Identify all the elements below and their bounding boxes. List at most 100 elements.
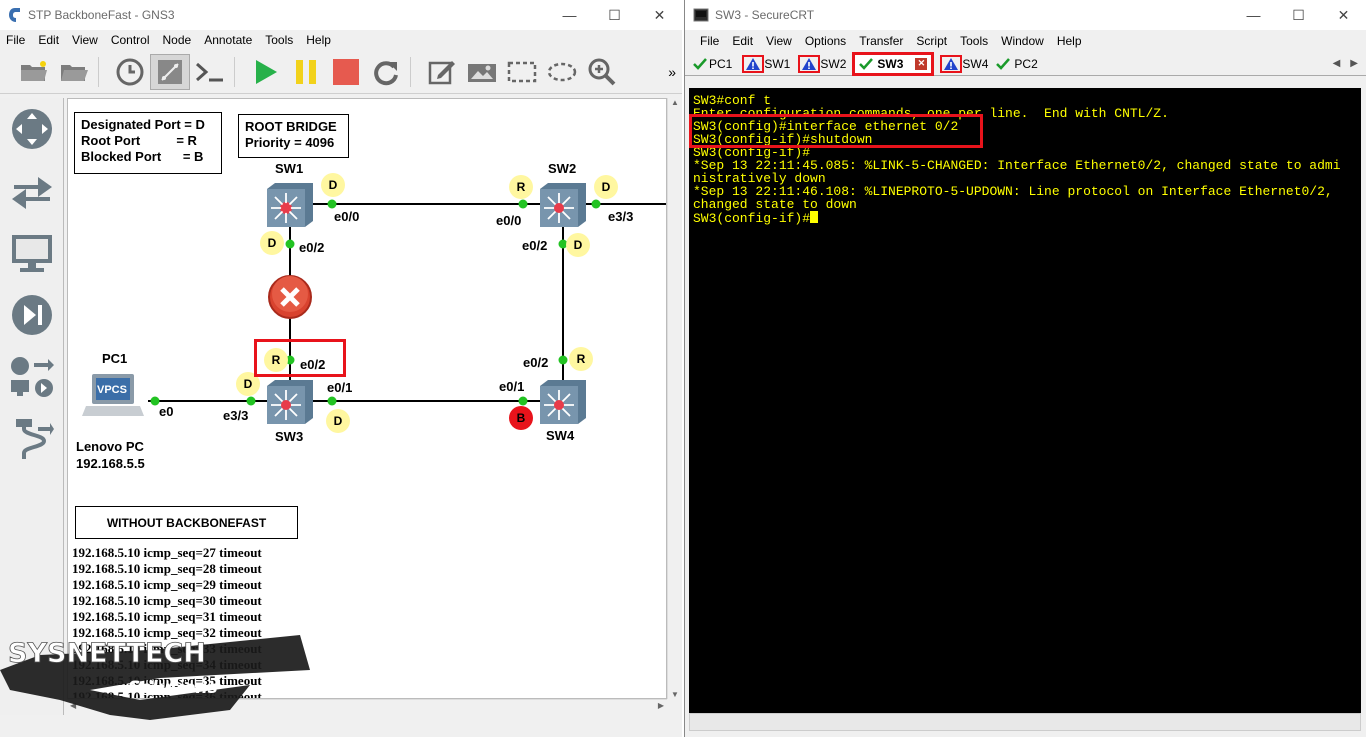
port-status-dots — [150, 199, 601, 406]
interface-labels-icon — [158, 59, 182, 84]
tab-label: SW4 — [962, 56, 989, 71]
terminal-line: SW3(config-if)# — [693, 145, 811, 160]
ping-line: 192.168.5.10 icmp_seq=27 timeout — [72, 545, 262, 560]
menu-tools[interactable]: Tools — [960, 34, 989, 48]
maximize-button[interactable]: ☐ — [1292, 6, 1305, 23]
scroll-down-icon[interactable]: ▼ — [671, 690, 679, 699]
sw4-switch-icon[interactable] — [538, 378, 588, 426]
menu-annotate[interactable]: Annotate — [204, 33, 253, 47]
warning-icon — [746, 57, 761, 70]
tab-pc1[interactable]: PC1 — [689, 53, 738, 75]
browse-switches-button[interactable] — [0, 160, 64, 222]
menu-file[interactable]: File — [6, 33, 26, 47]
root-bridge-title: ROOT BRIDGE — [245, 119, 337, 134]
maximize-button[interactable]: ☐ — [608, 6, 621, 23]
menu-control[interactable]: Control — [110, 33, 150, 47]
tab-scroll-left-icon[interactable]: ◀ — [1332, 58, 1341, 69]
snapshot-button[interactable] — [110, 54, 150, 90]
port-label-sw3-e3-3: e3/3 — [223, 408, 249, 423]
menu-transfer[interactable]: Transfer — [859, 34, 904, 48]
close-button[interactable]: ✕ — [653, 6, 666, 23]
new-project-button[interactable] — [14, 54, 54, 90]
close-tab-icon[interactable]: ✕ — [915, 57, 928, 70]
tab-warning-highlight — [742, 54, 765, 73]
browse-routers-button[interactable] — [0, 98, 64, 160]
ping-line: 192.168.5.10 icmp_seq=28 timeout — [72, 561, 262, 576]
topology-canvas[interactable]: Designated Port = D Root Port = R Blocke… — [67, 98, 667, 699]
blocked-port-badge: B — [509, 406, 533, 430]
folder-new-icon — [21, 60, 47, 81]
menu-edit[interactable]: Edit — [732, 34, 754, 48]
menu-edit[interactable]: Edit — [38, 33, 60, 47]
suspend-all-button[interactable] — [286, 54, 326, 90]
warning-icon — [802, 57, 817, 70]
interface-labels-button[interactable] — [150, 53, 190, 90]
scroll-up-icon[interactable]: ▲ — [671, 98, 679, 107]
gns3-toolbar: » — [0, 50, 682, 94]
pc1-vpcs-icon[interactable] — [82, 372, 144, 418]
tab-sw3-active[interactable]: SW3 ✕ — [852, 51, 935, 76]
root-bridge-priority: Priority = 4096 — [245, 135, 335, 150]
tab-sw1[interactable]: SW1 — [738, 53, 794, 75]
sw3-switch-icon[interactable] — [265, 378, 315, 426]
sw2-switch-icon[interactable] — [538, 181, 588, 229]
tab-label: SW1 — [764, 56, 791, 71]
menu-file[interactable]: File — [700, 34, 720, 48]
toolbar-separator — [410, 56, 418, 87]
gns3-logo-icon — [9, 8, 20, 22]
menu-node[interactable]: Node — [162, 33, 192, 47]
reload-all-button[interactable] — [366, 54, 406, 90]
menu-tools[interactable]: Tools — [265, 33, 294, 47]
note-edit-icon — [428, 60, 455, 84]
menu-view[interactable]: View — [72, 33, 98, 47]
menu-window[interactable]: Window — [1001, 34, 1044, 48]
console-all-button[interactable] — [190, 54, 230, 90]
start-all-button[interactable] — [246, 54, 286, 90]
terminal-line: SW3(config)#interface ethernet 0/2 — [693, 119, 959, 134]
port-role-badge: D — [260, 231, 284, 255]
tab-pc2[interactable]: PC2 — [992, 53, 1043, 75]
menu-options[interactable]: Options — [804, 34, 847, 48]
scroll-right-icon[interactable]: ▶ — [657, 701, 664, 710]
tab-sw2[interactable]: SW2 — [794, 53, 850, 75]
minimize-button[interactable]: — — [562, 7, 577, 23]
sw1-switch-icon[interactable] — [265, 181, 315, 229]
draw-ellipse-button[interactable] — [542, 54, 582, 90]
toolbar-more-button[interactable]: » — [668, 63, 676, 80]
securecrt-window-title: SW3 - SecureCRT — [715, 8, 815, 22]
port-label-pc1-e0: e0 — [159, 404, 174, 419]
scroll-left-icon[interactable]: ◀ — [70, 701, 77, 710]
zoom-in-button[interactable] — [582, 54, 622, 90]
browse-security-devices-button[interactable] — [0, 284, 64, 346]
close-button[interactable]: ✕ — [1337, 6, 1350, 23]
terminal-icon — [196, 62, 223, 81]
sw1-label: SW1 — [275, 161, 304, 176]
stop-all-button[interactable] — [326, 54, 366, 90]
menu-help[interactable]: Help — [1056, 34, 1082, 48]
canvas-vertical-scrollbar[interactable]: ▲ ▼ — [667, 98, 682, 699]
ping-log: 192.168.5.10 icmp_seq=27 timeout 192.168… — [72, 545, 262, 698]
browse-all-devices-button[interactable] — [0, 346, 64, 408]
port-label-sw2-e0-0: e0/0 — [496, 213, 522, 228]
port-label-sw4-e0-1: e0/1 — [499, 379, 525, 394]
add-link-button[interactable] — [0, 408, 64, 470]
terminal-line: *Sep 13 22:11:45.085: %LINK-5-CHANGED: I… — [693, 158, 1341, 173]
terminal-horizontal-scrollbar[interactable] — [689, 713, 1361, 731]
menu-help[interactable]: Help — [306, 33, 331, 47]
menu-script[interactable]: Script — [916, 34, 948, 48]
securecrt-titlebar[interactable]: SW3 - SecureCRT — ☐ ✕ — [685, 0, 1366, 30]
open-project-button[interactable] — [54, 54, 94, 90]
browse-end-devices-button[interactable] — [0, 222, 64, 284]
tab-sw4[interactable]: SW4 — [936, 53, 992, 75]
ping-line: 192.168.5.10 icmp_seq=32 timeout — [72, 625, 262, 640]
canvas-horizontal-scrollbar[interactable]: ◀ ▶ — [67, 699, 667, 715]
insert-image-button[interactable] — [462, 54, 502, 90]
securecrt-menubar: File Edit View Options Transfer Script T… — [685, 30, 1366, 52]
add-note-button[interactable] — [422, 54, 462, 90]
tab-scroll-right-icon[interactable]: ▶ — [1350, 58, 1358, 69]
draw-rectangle-button[interactable] — [502, 54, 542, 90]
menu-view[interactable]: View — [766, 34, 792, 48]
minimize-button[interactable]: — — [1246, 7, 1261, 23]
gns3-titlebar[interactable]: STP BackboneFast - GNS3 — ☐ ✕ — [0, 0, 682, 30]
